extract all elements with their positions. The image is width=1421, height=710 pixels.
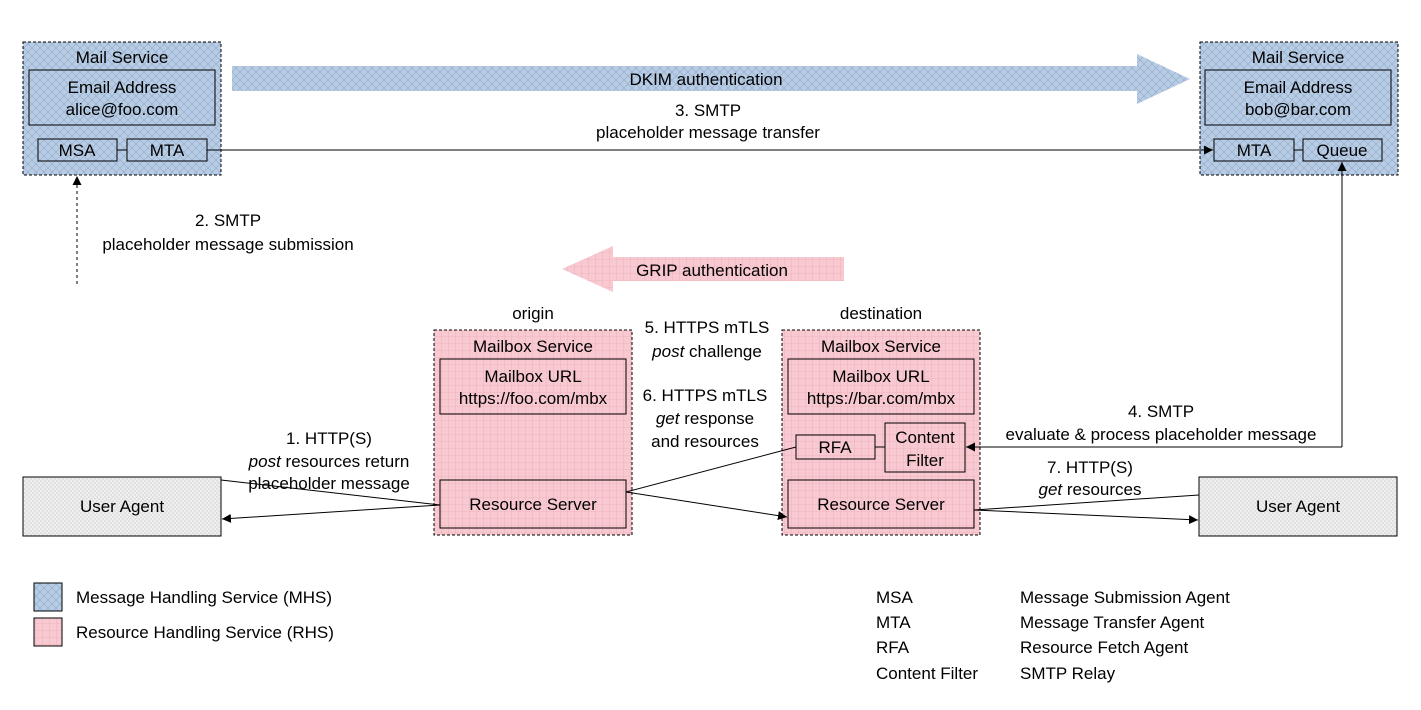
email-address-value-left: alice@foo.com [66,100,179,119]
glossary-term: MSA [876,588,914,607]
destination-resource-server-label: Resource Server [817,495,945,514]
dkim-authentication-label: DKIM authentication [629,70,782,89]
destination-label: destination [840,304,922,323]
origin-resource-server-label: Resource Server [469,495,597,514]
user-agent-left [22,476,222,537]
origin-mailbox-url-label: Mailbox URL [484,367,581,386]
step2-line2: placeholder message submission [102,235,353,254]
origin-label: origin [512,304,554,323]
origin-resource-server [439,479,627,529]
step6-line3: and resources [651,432,759,451]
step2-line1: 2. SMTP [195,211,261,230]
content-filter-box [884,422,966,473]
glossary-definition: Resource Fetch Agent [1020,638,1188,657]
mail-service-right: Mail Service Email Address bob@bar.com M… [1199,41,1399,176]
destination-resource-server [787,479,975,529]
glossary: MSA Message Submission Agent MTA Message… [876,588,1230,683]
step4-line2: evaluate & process placeholder message [1006,425,1317,444]
dkim-authentication-arrow: DKIM authentication [232,54,1190,104]
queue-box [1302,138,1383,162]
email-address-label-right: Email Address [1244,78,1353,97]
user-agent-right-label: User Agent [1256,497,1340,516]
glossary-definition: SMTP Relay [1020,664,1116,683]
step1-line3: placeholder message [248,474,410,493]
grip-authentication-arrow: GRIP authentication [562,246,844,292]
legend-rhs-label: Resource Handling Service (RHS) [76,623,334,642]
content-filter-line1: Content [895,428,955,447]
legend-rhs-swatch [33,617,63,647]
user-agent-right [1198,476,1398,537]
mail-service-left: Mail Service Email Address alice@foo.com… [22,41,222,176]
step5-line1: 5. HTTPS mTLS [645,318,770,337]
origin-to-ua-arrow [221,504,441,523]
glossary-term: MTA [876,613,911,632]
email-address-label-left: Email Address [68,78,177,97]
step7-line2: get resources [1038,480,1141,499]
mta-label-left: MTA [150,141,185,160]
step7-line1: 7. HTTP(S) [1047,458,1133,477]
origin-mailbox-service-title: Mailbox Service [473,337,593,356]
step3-line1: 3. SMTP [675,101,741,120]
content-filter-line2: Filter [906,451,944,470]
legend-mhs-swatch [33,582,63,612]
step4-line1: 4. SMTP [1128,402,1194,421]
email-address-value-right: bob@bar.com [1245,100,1351,119]
ua-to-origin-line [220,479,441,506]
step3-line2: placeholder message transfer [596,123,820,142]
rfa-box [795,434,876,460]
destination-to-ua-arrow [973,509,1199,525]
mta-label-right: MTA [1237,141,1272,160]
mail-service-left-title: Mail Service [76,48,169,67]
msa-label: MSA [59,141,97,160]
queue-label: Queue [1316,141,1367,160]
glossary-term: RFA [876,638,910,657]
origin-mailbox-url: https://foo.com/mbx [459,389,608,408]
glossary-definition: Message Submission Agent [1020,588,1230,607]
legend: Message Handling Service (MHS) Resource … [33,582,334,647]
destination-mailbox-service: Mailbox Service Mailbox URL https://bar.… [781,329,981,536]
step6-line1: 6. HTTPS mTLS [643,386,768,405]
glossary-term: Content Filter [876,664,978,683]
mail-service-right-title: Mail Service [1252,48,1345,67]
user-agent-left-label: User Agent [80,497,164,516]
rfa-to-origin-line [625,446,797,493]
grip-authentication-label: GRIP authentication [636,261,788,280]
step1-line1: 1. HTTP(S) [286,429,372,448]
destination-mailbox-url: https://bar.com/mbx [807,389,956,408]
destination-mailbox-service-title: Mailbox Service [821,337,941,356]
origin-mailbox-service: Mailbox Service Mailbox URL https://foo.… [433,329,633,536]
step6-line2: get response [656,409,754,428]
rfa-label: RFA [818,438,852,457]
step5-line2: post challenge [651,342,762,361]
origin-to-destination-arrow [625,491,788,521]
destination-mailbox-url-label: Mailbox URL [832,367,929,386]
glossary-definition: Message Transfer Agent [1020,613,1205,632]
step1-line2: post resources return [248,452,410,471]
ua-to-destination-line [973,494,1200,511]
legend-mhs-label: Message Handling Service (MHS) [76,588,332,607]
